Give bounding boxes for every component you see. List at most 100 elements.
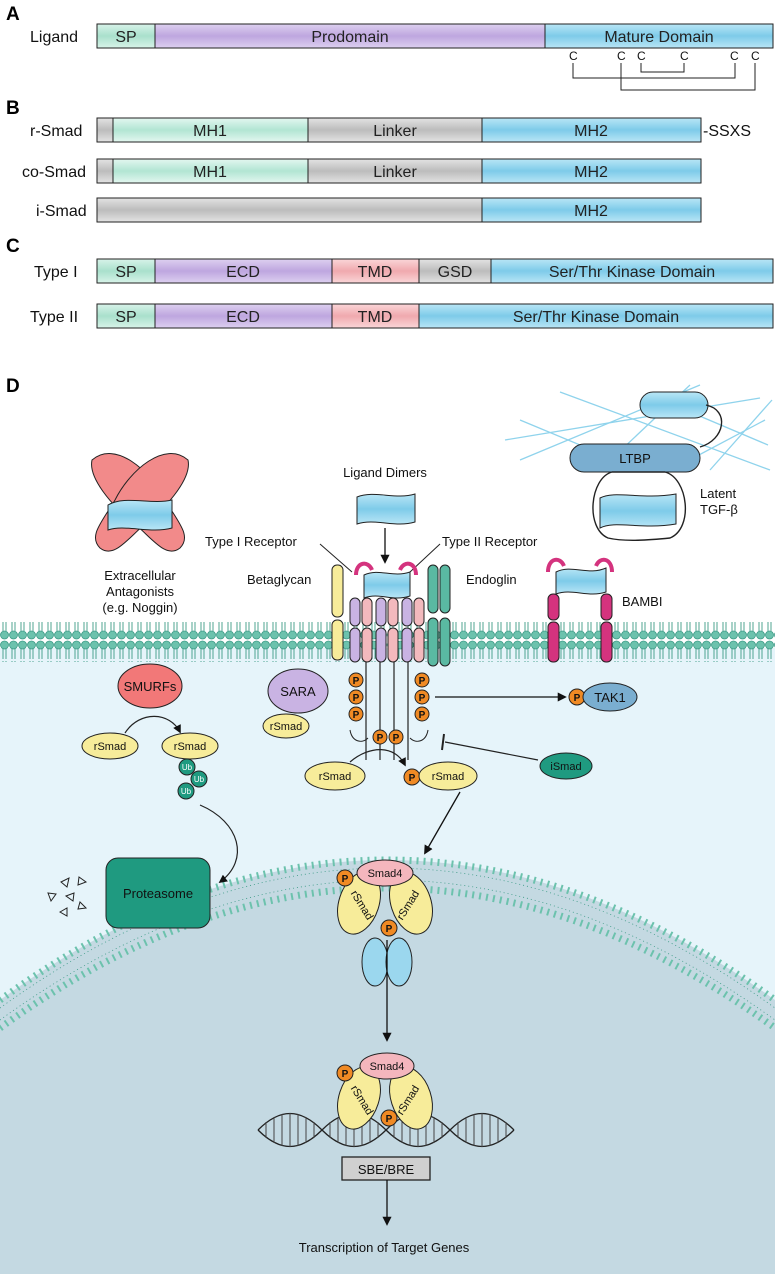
ltbp-complex: LTBP bbox=[569, 391, 723, 541]
sara-label: SARA bbox=[280, 684, 316, 699]
type2-sp-label: SP bbox=[115, 309, 136, 326]
p-1: P bbox=[353, 676, 360, 687]
degradation-fragments bbox=[47, 876, 88, 917]
rsmad-1-label: rSmad bbox=[94, 741, 126, 753]
cosmad-bar bbox=[96, 158, 702, 184]
endoglin-receptor bbox=[427, 564, 451, 667]
type1-kinase-label: Ser/Thr Kinase Domain bbox=[549, 264, 715, 281]
rsmad-ssxs-label: -SSXS bbox=[703, 123, 751, 140]
ligand-sp-label: SP bbox=[115, 29, 136, 46]
cysteine-knot: C C C C C C bbox=[569, 49, 760, 91]
smad-complex-nucleus bbox=[336, 1052, 433, 1130]
rsmad-sara bbox=[262, 713, 310, 739]
transcription-label: Transcription of Target Genes bbox=[299, 1240, 470, 1255]
panel-c-letter: C bbox=[6, 236, 20, 257]
p-6: P bbox=[419, 710, 426, 721]
type2-ecd-label: ECD bbox=[226, 309, 260, 326]
type1-row-label: Type I bbox=[34, 264, 78, 281]
type2-row-label: Type II bbox=[30, 309, 78, 326]
smad-complex-cytoplasm bbox=[336, 859, 433, 937]
cys-3: C bbox=[637, 49, 646, 63]
tak1-label: TAK1 bbox=[594, 690, 626, 705]
type1-tmd-label: TMD bbox=[358, 264, 393, 281]
tak1-phosphate: P bbox=[574, 693, 581, 704]
cys-2: C bbox=[617, 49, 626, 63]
cys-5: C bbox=[730, 49, 739, 63]
p-7: P bbox=[377, 733, 384, 744]
p-4: P bbox=[419, 676, 426, 687]
type1-sp-label: SP bbox=[115, 264, 136, 281]
sbe-bre-label: SBE/BRE bbox=[358, 1162, 415, 1177]
ismad-label: iSmad bbox=[550, 761, 581, 773]
rsmad-linker-label: Linker bbox=[373, 123, 417, 140]
type1-ecd-label: ECD bbox=[226, 264, 260, 281]
bambi-label: BAMBI bbox=[622, 594, 662, 609]
receptor-phosphates: P P P P P P P P bbox=[348, 672, 430, 745]
receptor-complex bbox=[349, 561, 425, 760]
p-2: P bbox=[353, 693, 360, 704]
rsmad-row-label: r-Smad bbox=[30, 123, 82, 140]
noggin-antagonist bbox=[91, 453, 189, 552]
antagonist-label-line3: (e.g. Noggin) bbox=[102, 600, 177, 615]
rsmad-2-label: rSmad bbox=[174, 741, 206, 753]
panel-d-letter: D bbox=[6, 376, 20, 397]
p-3: P bbox=[353, 710, 360, 721]
cys-4: C bbox=[680, 49, 689, 63]
dna-helix bbox=[257, 1112, 515, 1148]
nuclear-pore-right bbox=[385, 937, 413, 987]
smurfs-label: SMURFs bbox=[124, 679, 177, 694]
rsmad-4-label: rSmad bbox=[432, 771, 464, 783]
latent-label-line2: TGF-β bbox=[700, 502, 738, 517]
panel-a-letter: A bbox=[6, 4, 20, 25]
ligand-row-label: Ligand bbox=[30, 29, 78, 46]
ligand-mature-label: Mature Domain bbox=[604, 29, 713, 46]
rsmad-3 bbox=[304, 761, 366, 791]
ligand-bar bbox=[96, 23, 774, 49]
antagonist-label-line2: Antagonists bbox=[106, 584, 174, 599]
bambi-receptor bbox=[546, 557, 614, 663]
endoglin-label: Endoglin bbox=[466, 572, 517, 587]
ismad-mh2-label: MH2 bbox=[574, 203, 608, 220]
cosmad-mh2-label: MH2 bbox=[574, 164, 608, 181]
rsmad-2 bbox=[161, 732, 219, 760]
nuc-p-1: P bbox=[342, 1069, 349, 1080]
ub-1: Ub bbox=[182, 763, 193, 772]
rsmad-sara-label: rSmad bbox=[270, 721, 302, 733]
nuclear-pore-left bbox=[361, 937, 389, 987]
rsmad-mh1-label: MH1 bbox=[193, 123, 227, 140]
p-8: P bbox=[393, 733, 400, 744]
type1-receptor-label: Type I Receptor bbox=[205, 534, 297, 549]
antagonist-label-line1: Extracellular bbox=[104, 568, 176, 583]
rsmad-3-label: rSmad bbox=[319, 771, 351, 783]
proteasome bbox=[105, 857, 211, 929]
smad4-cytoplasm-label: Smad4 bbox=[368, 868, 403, 880]
panel-b-letter: B bbox=[6, 98, 20, 119]
type2-receptor-label: Type II Receptor bbox=[442, 534, 538, 549]
rsmad-bar bbox=[96, 117, 702, 143]
type1-bar bbox=[96, 258, 774, 284]
ub-3: Ub bbox=[181, 787, 192, 796]
rsmad-4 bbox=[418, 761, 478, 791]
ismad bbox=[539, 752, 593, 780]
nuc-p-2: P bbox=[386, 1114, 393, 1125]
ismad-row-label: i-Smad bbox=[36, 203, 87, 220]
ligand-dimers-label: Ligand Dimers bbox=[343, 465, 427, 480]
type2-tmd-label: TMD bbox=[358, 309, 393, 326]
complex-p-2: P bbox=[386, 924, 393, 935]
cosmad-linker-label: Linker bbox=[373, 164, 417, 181]
ltbp-label: LTBP bbox=[619, 451, 651, 466]
cosmad-mh1-label: MH1 bbox=[193, 164, 227, 181]
smurfs bbox=[117, 663, 183, 709]
cys-6: C bbox=[751, 49, 760, 63]
sbe-bre-box bbox=[341, 1156, 431, 1181]
type2-bar bbox=[96, 303, 774, 329]
complex-p-1: P bbox=[342, 874, 349, 885]
cys-1: C bbox=[569, 49, 578, 63]
type1-gsd-label: GSD bbox=[438, 264, 473, 281]
p-5: P bbox=[419, 693, 426, 704]
rsmad-mh2-label: MH2 bbox=[574, 123, 608, 140]
latent-label-line1: Latent bbox=[700, 486, 737, 501]
ismad-bar bbox=[96, 197, 702, 223]
